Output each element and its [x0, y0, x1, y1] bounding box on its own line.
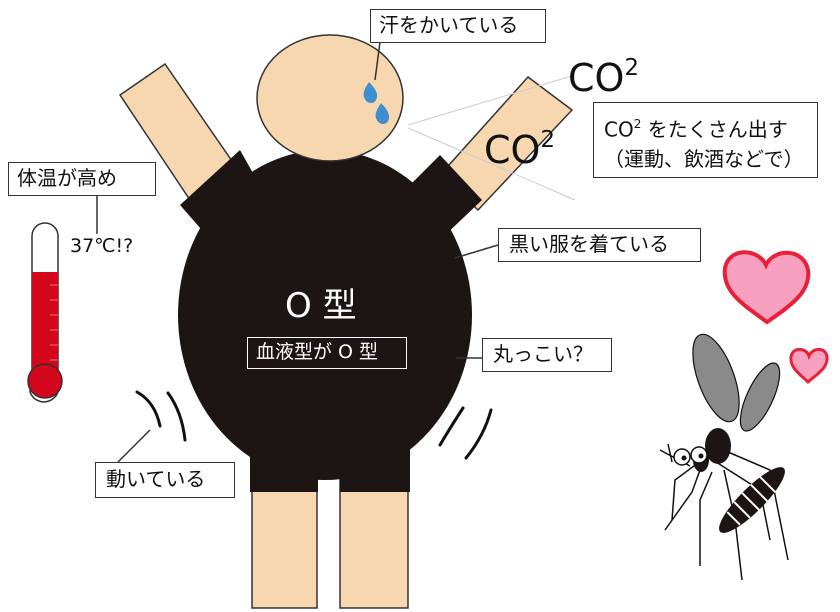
co2-mid-sup: 2 [540, 127, 555, 153]
co2-flow-lines [407, 74, 576, 201]
moving-label: 動いている [95, 462, 235, 498]
body [178, 150, 482, 492]
right-arm [438, 75, 574, 212]
temperature-label: 体温が高め [8, 162, 156, 196]
sweat-drop-icon [363, 82, 390, 124]
heart-icon-small [789, 347, 829, 385]
co2-explanation-line2: （運動、飲酒などで） [604, 147, 804, 172]
motion-lines-left [135, 390, 187, 442]
mosquito-icon [659, 333, 789, 581]
motion-lines-right [438, 406, 493, 460]
thermometer-icon [27, 222, 63, 403]
co2-mid-base: CO [484, 127, 541, 172]
head [256, 34, 404, 162]
round-shape-label: 丸っこい？ [482, 338, 612, 372]
co2-top-sup: 2 [624, 55, 639, 81]
temperature-value: 37℃!? [70, 235, 134, 257]
co2-top: CO2 [568, 46, 639, 100]
co2-explanation-box: CO2 をたくさん出す （運動、飲酒などで） [593, 102, 818, 178]
heart-icon [722, 250, 811, 325]
clothes-connector [454, 244, 499, 259]
sweat-connector [374, 41, 381, 81]
blood-type-label: 血液型が O 型 [247, 337, 407, 369]
body-type-big: O 型 [285, 286, 357, 326]
co2-top-base: CO [568, 55, 625, 100]
legs [251, 479, 409, 609]
black-clothes-label: 黒い服を着ている [498, 228, 701, 262]
co2-explanation-line1: CO2 をたくさん出す [604, 117, 788, 142]
moving-connector [117, 429, 151, 463]
co2-mid: CO2 [484, 118, 555, 172]
sweat-label: 汗をかいている [370, 9, 546, 43]
